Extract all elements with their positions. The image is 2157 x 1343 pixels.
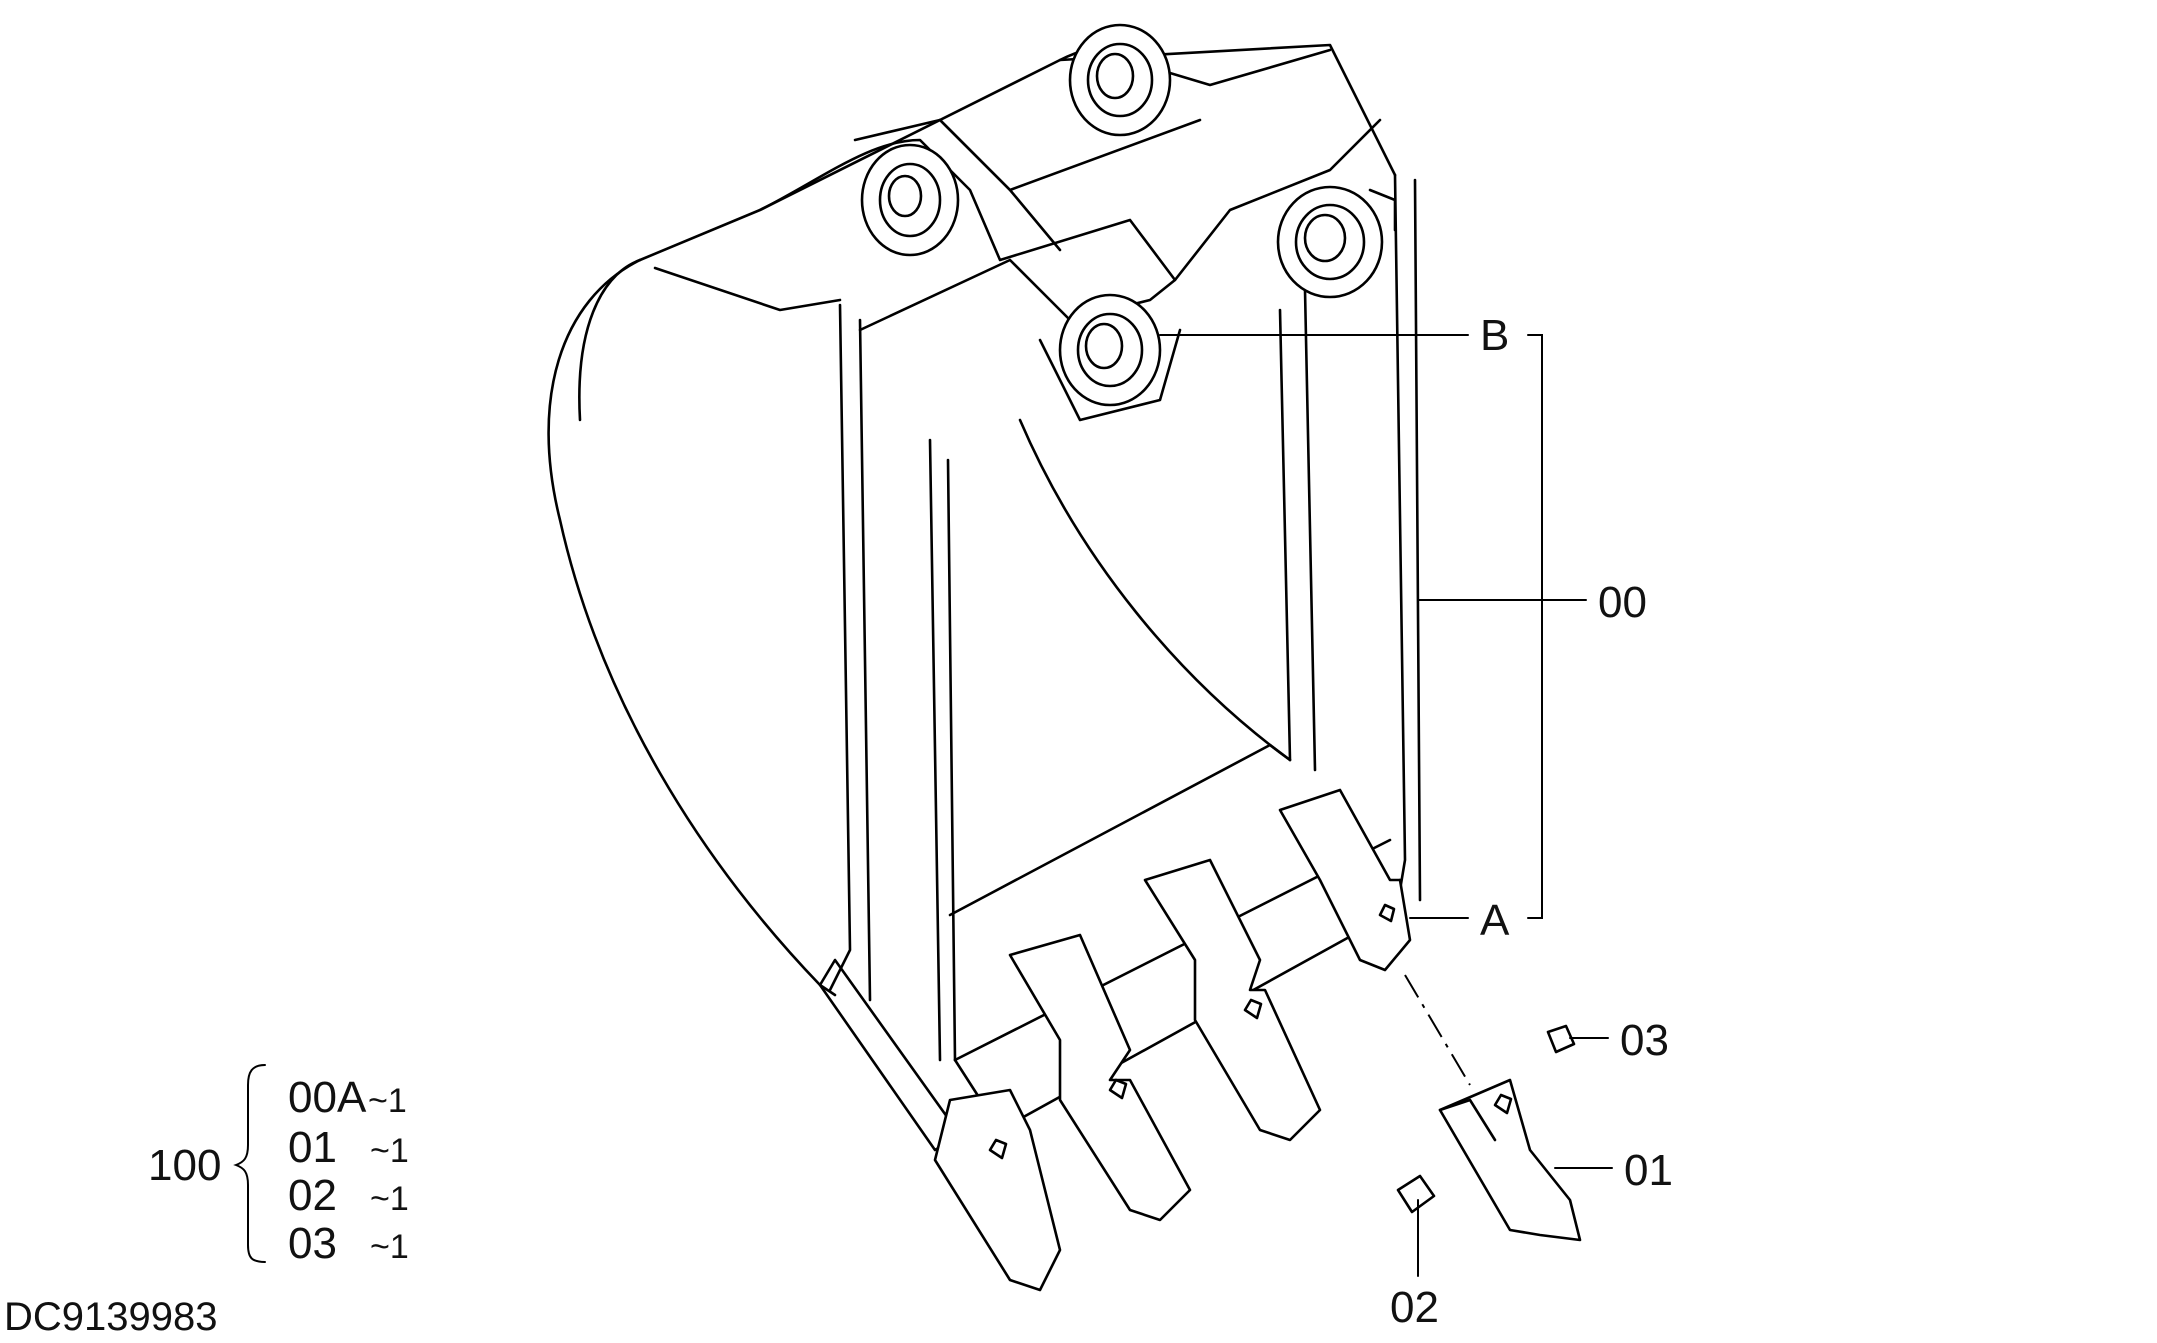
label-a: A <box>1480 896 1510 945</box>
bucket-teeth <box>933 788 1412 1292</box>
tooth <box>1143 858 1322 1142</box>
part-number-00: 00 <box>1598 578 1647 627</box>
bucket-body <box>547 43 1422 1152</box>
pin-boss-b <box>1058 293 1162 407</box>
kit-item-qty: ~1 <box>370 1180 409 1218</box>
drawing-code: DC9139983 <box>4 1295 218 1339</box>
pin-boss <box>1068 23 1172 137</box>
kit-item-part: 01 <box>288 1123 337 1172</box>
label-b: B <box>1480 311 1509 360</box>
exploded-axis-line <box>1404 974 1471 1086</box>
exploded-pin-02 <box>1396 1174 1436 1214</box>
kit-item-qty: ~1 <box>370 1228 409 1266</box>
pin-boss <box>1276 185 1384 299</box>
tooth <box>933 1088 1062 1292</box>
leader-lines <box>233 334 1613 1277</box>
part-number-02: 02 <box>1390 1283 1439 1332</box>
kit-item-part: 03 <box>288 1219 337 1268</box>
kit-item-qty: ~1 <box>368 1082 407 1120</box>
part-number-03: 03 <box>1620 1016 1669 1065</box>
kit-item-part: 02 <box>288 1171 337 1220</box>
kit-item-qty: ~1 <box>370 1132 409 1170</box>
mounting-bracket <box>758 23 1397 422</box>
pin-boss <box>860 143 960 257</box>
kit-item-part: 00A <box>288 1073 367 1122</box>
exploded-lock-03 <box>1546 1024 1576 1054</box>
exploded-tooth-01 <box>1438 1078 1582 1242</box>
tooth <box>1278 788 1412 972</box>
part-number-01: 01 <box>1624 1146 1673 1195</box>
tooth <box>1008 933 1192 1222</box>
kit-list: 00A ~1 01 ~1 02 ~1 03 ~1 <box>288 1073 409 1268</box>
kit-number: 100 <box>148 1141 221 1190</box>
